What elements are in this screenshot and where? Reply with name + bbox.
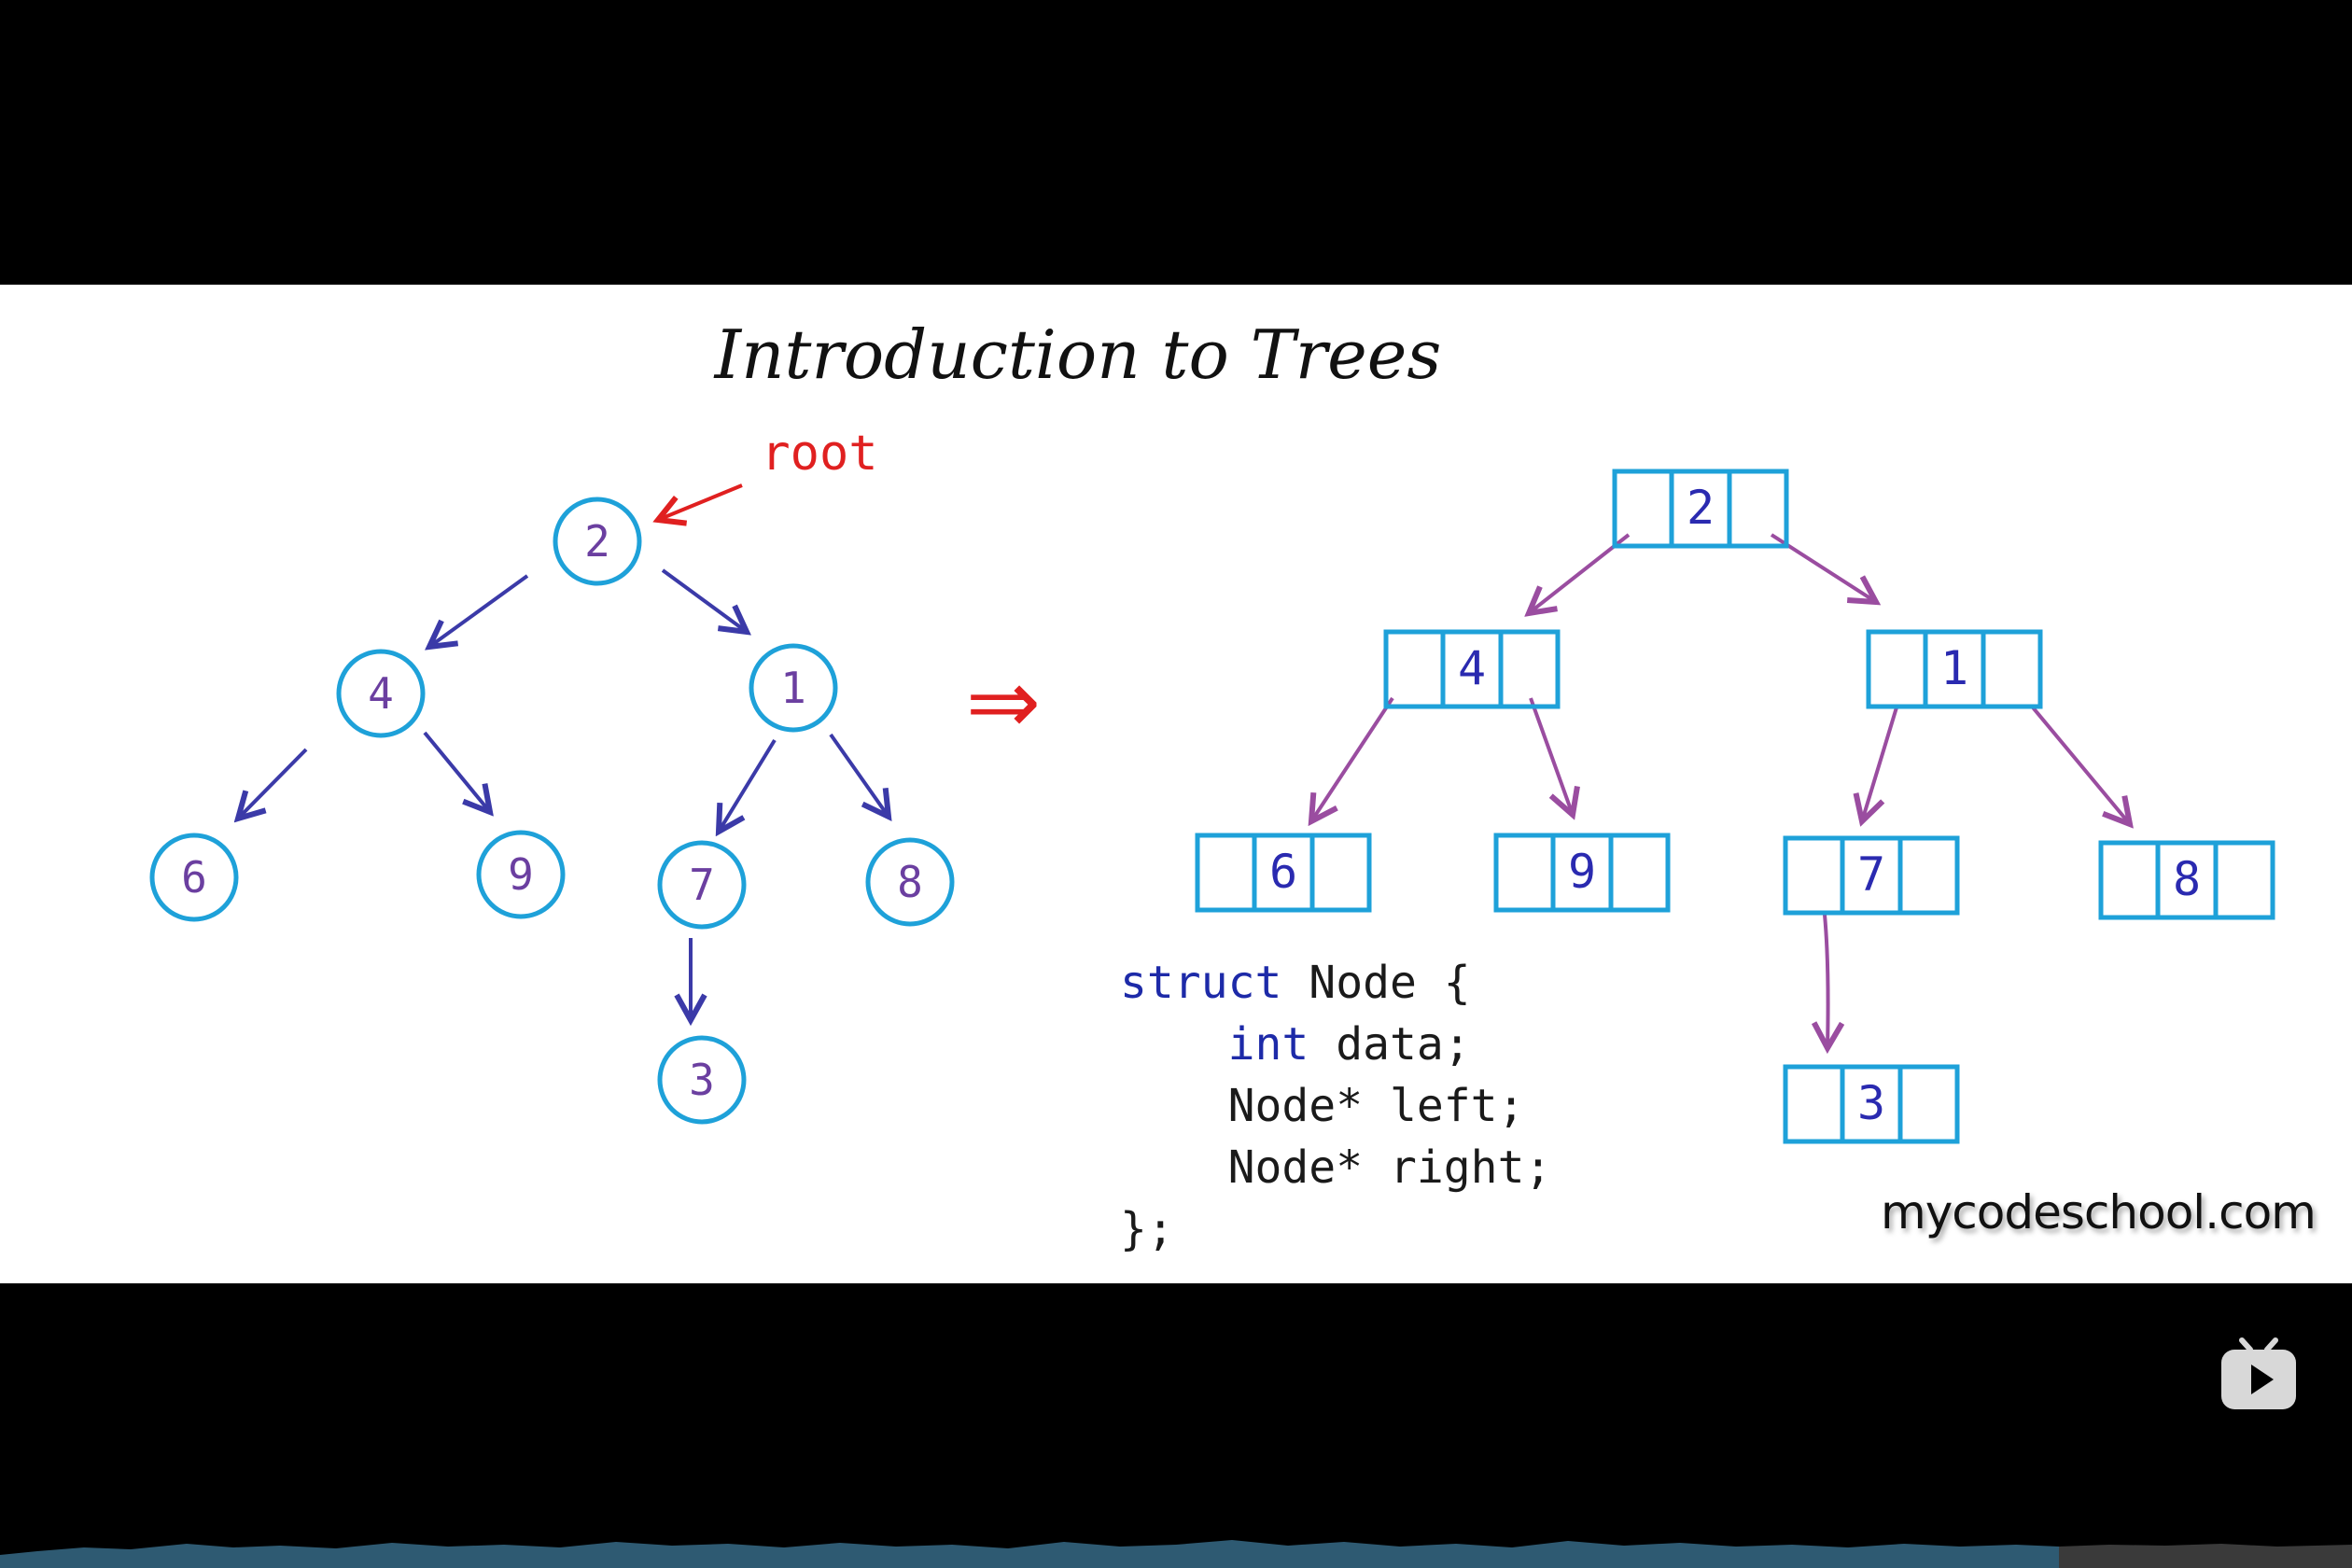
root-arrow — [658, 483, 743, 520]
svg-text:6: 6 — [1269, 845, 1297, 899]
watermark: mycodeschool.com — [1881, 1185, 2317, 1239]
struct-edges — [1311, 533, 2130, 1048]
progress-waveform — [0, 1540, 2059, 1568]
svg-text:9: 9 — [1568, 845, 1596, 899]
svg-text:6: 6 — [181, 852, 207, 903]
video-frame[interactable]: Introduction to Trees root 2 4 1 — [0, 285, 2352, 1283]
svg-text:7: 7 — [1857, 847, 1885, 902]
tree-node-2: 2 — [553, 497, 642, 586]
tree-node-8: 8 — [865, 837, 955, 927]
svg-text:9: 9 — [508, 849, 534, 900]
tree-node-4: 4 — [336, 649, 426, 738]
struct-node-8: 8 — [2098, 840, 2275, 920]
struct-code-block: struct Node { int data; Node* left; Node… — [1120, 952, 1551, 1260]
svg-text:1: 1 — [780, 663, 806, 713]
svg-text:8: 8 — [2173, 852, 2201, 906]
struct-node-4: 4 — [1383, 629, 1561, 709]
struct-node-1: 1 — [1866, 629, 2043, 709]
slide-title: Introduction to Trees — [713, 315, 1442, 394]
code-line-4: Node* right; — [1227, 1141, 1552, 1194]
struct-node-9: 9 — [1493, 833, 1671, 913]
svg-text:4: 4 — [1458, 641, 1486, 695]
transform-arrow: ⇒ — [966, 650, 1041, 754]
svg-text:3: 3 — [1857, 1076, 1885, 1130]
bilibili-tv-icon[interactable] — [2219, 1337, 2298, 1411]
tree-node-3: 3 — [657, 1035, 747, 1125]
root-label: root — [761, 426, 877, 482]
svg-text:3: 3 — [689, 1055, 715, 1105]
tree-node-7: 7 — [657, 840, 747, 930]
tree-node-9: 9 — [476, 830, 566, 919]
tree-node-1: 1 — [749, 643, 838, 733]
svg-text:1: 1 — [1940, 641, 1968, 695]
video-progress-bar[interactable] — [0, 1531, 2352, 1568]
struct-node-3: 3 — [1783, 1064, 1960, 1144]
slide-drawing: Introduction to Trees root 2 4 1 — [149, 315, 2275, 1144]
video-letterbox-bottom — [0, 1283, 2352, 1568]
svg-text:8: 8 — [897, 857, 923, 907]
svg-text:4: 4 — [368, 668, 394, 719]
code-line-2: data; — [1309, 1018, 1471, 1071]
progress-waveform-remaining — [2059, 1544, 2352, 1568]
tree-node-6: 6 — [149, 833, 239, 922]
code-line-5: }; — [1120, 1203, 1174, 1255]
struct-node-2: 2 — [1612, 469, 1789, 549]
svg-text:7: 7 — [689, 860, 715, 910]
code-line-3: Node* left; — [1227, 1080, 1525, 1132]
struct-node-7: 7 — [1783, 835, 1960, 916]
struct-node-6: 6 — [1195, 833, 1372, 913]
code-line-1: Node { — [1281, 957, 1471, 1009]
tree-edges — [238, 568, 889, 1020]
svg-text:2: 2 — [1687, 481, 1715, 535]
svg-text:2: 2 — [584, 516, 610, 567]
video-letterbox-top — [0, 0, 2352, 285]
code-keyword-int: int — [1227, 1018, 1309, 1071]
code-keyword-struct: struct — [1120, 957, 1282, 1009]
